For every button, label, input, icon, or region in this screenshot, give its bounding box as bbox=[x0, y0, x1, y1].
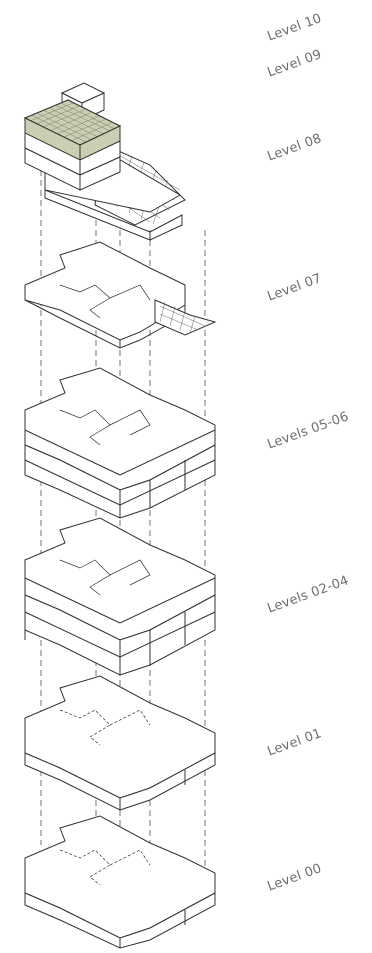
levels-05-06-block bbox=[24, 367, 216, 519]
levels-02-04-block bbox=[24, 517, 216, 676]
level-07-block bbox=[24, 241, 217, 349]
level-01-block bbox=[24, 675, 216, 811]
level-00-block bbox=[24, 815, 216, 949]
level-08-block bbox=[23, 99, 186, 241]
